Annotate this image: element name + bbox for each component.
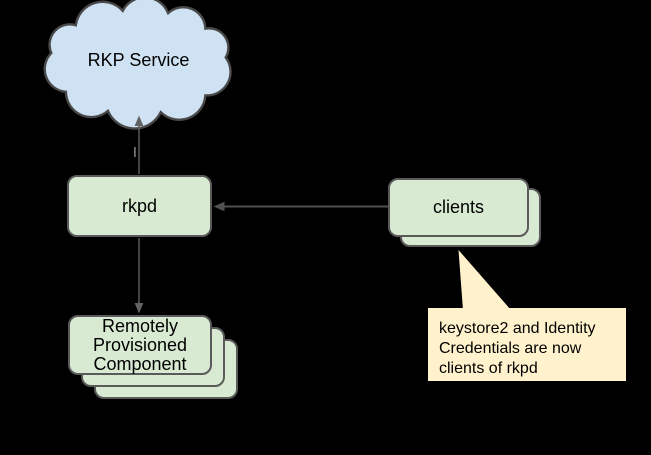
- node-clients-label: clients: [432, 197, 485, 217]
- node-rkp-service-label: RKP Service: [87, 49, 190, 70]
- node-rkpd-label: rkpd: [121, 195, 157, 216]
- node-rkpd: rkpd: [67, 175, 212, 237]
- node-rpc-label: Remotely Provisioned Component: [92, 315, 188, 374]
- node-rpc: Remotely Provisioned Component: [68, 315, 212, 375]
- callout-pointer: [458, 250, 511, 310]
- arrowhead-up-icon: [134, 115, 144, 126]
- arrowhead-down-icon: [134, 303, 144, 314]
- connector-rkpd-to-rpc: [134, 238, 144, 314]
- cloud-shape: [43, 0, 232, 130]
- callout-text: keystore2 and Identity Credentials are n…: [439, 320, 596, 377]
- arrowhead-left-icon: [213, 201, 225, 212]
- node-clients: clients: [388, 178, 529, 237]
- callout-note: keystore2 and Identity Credentials are n…: [428, 308, 626, 381]
- connector-clients-to-rkpd: [213, 201, 388, 212]
- connector-rkpd-to-rkp-service: [134, 115, 144, 174]
- connector-midpoint-tick: [134, 147, 136, 157]
